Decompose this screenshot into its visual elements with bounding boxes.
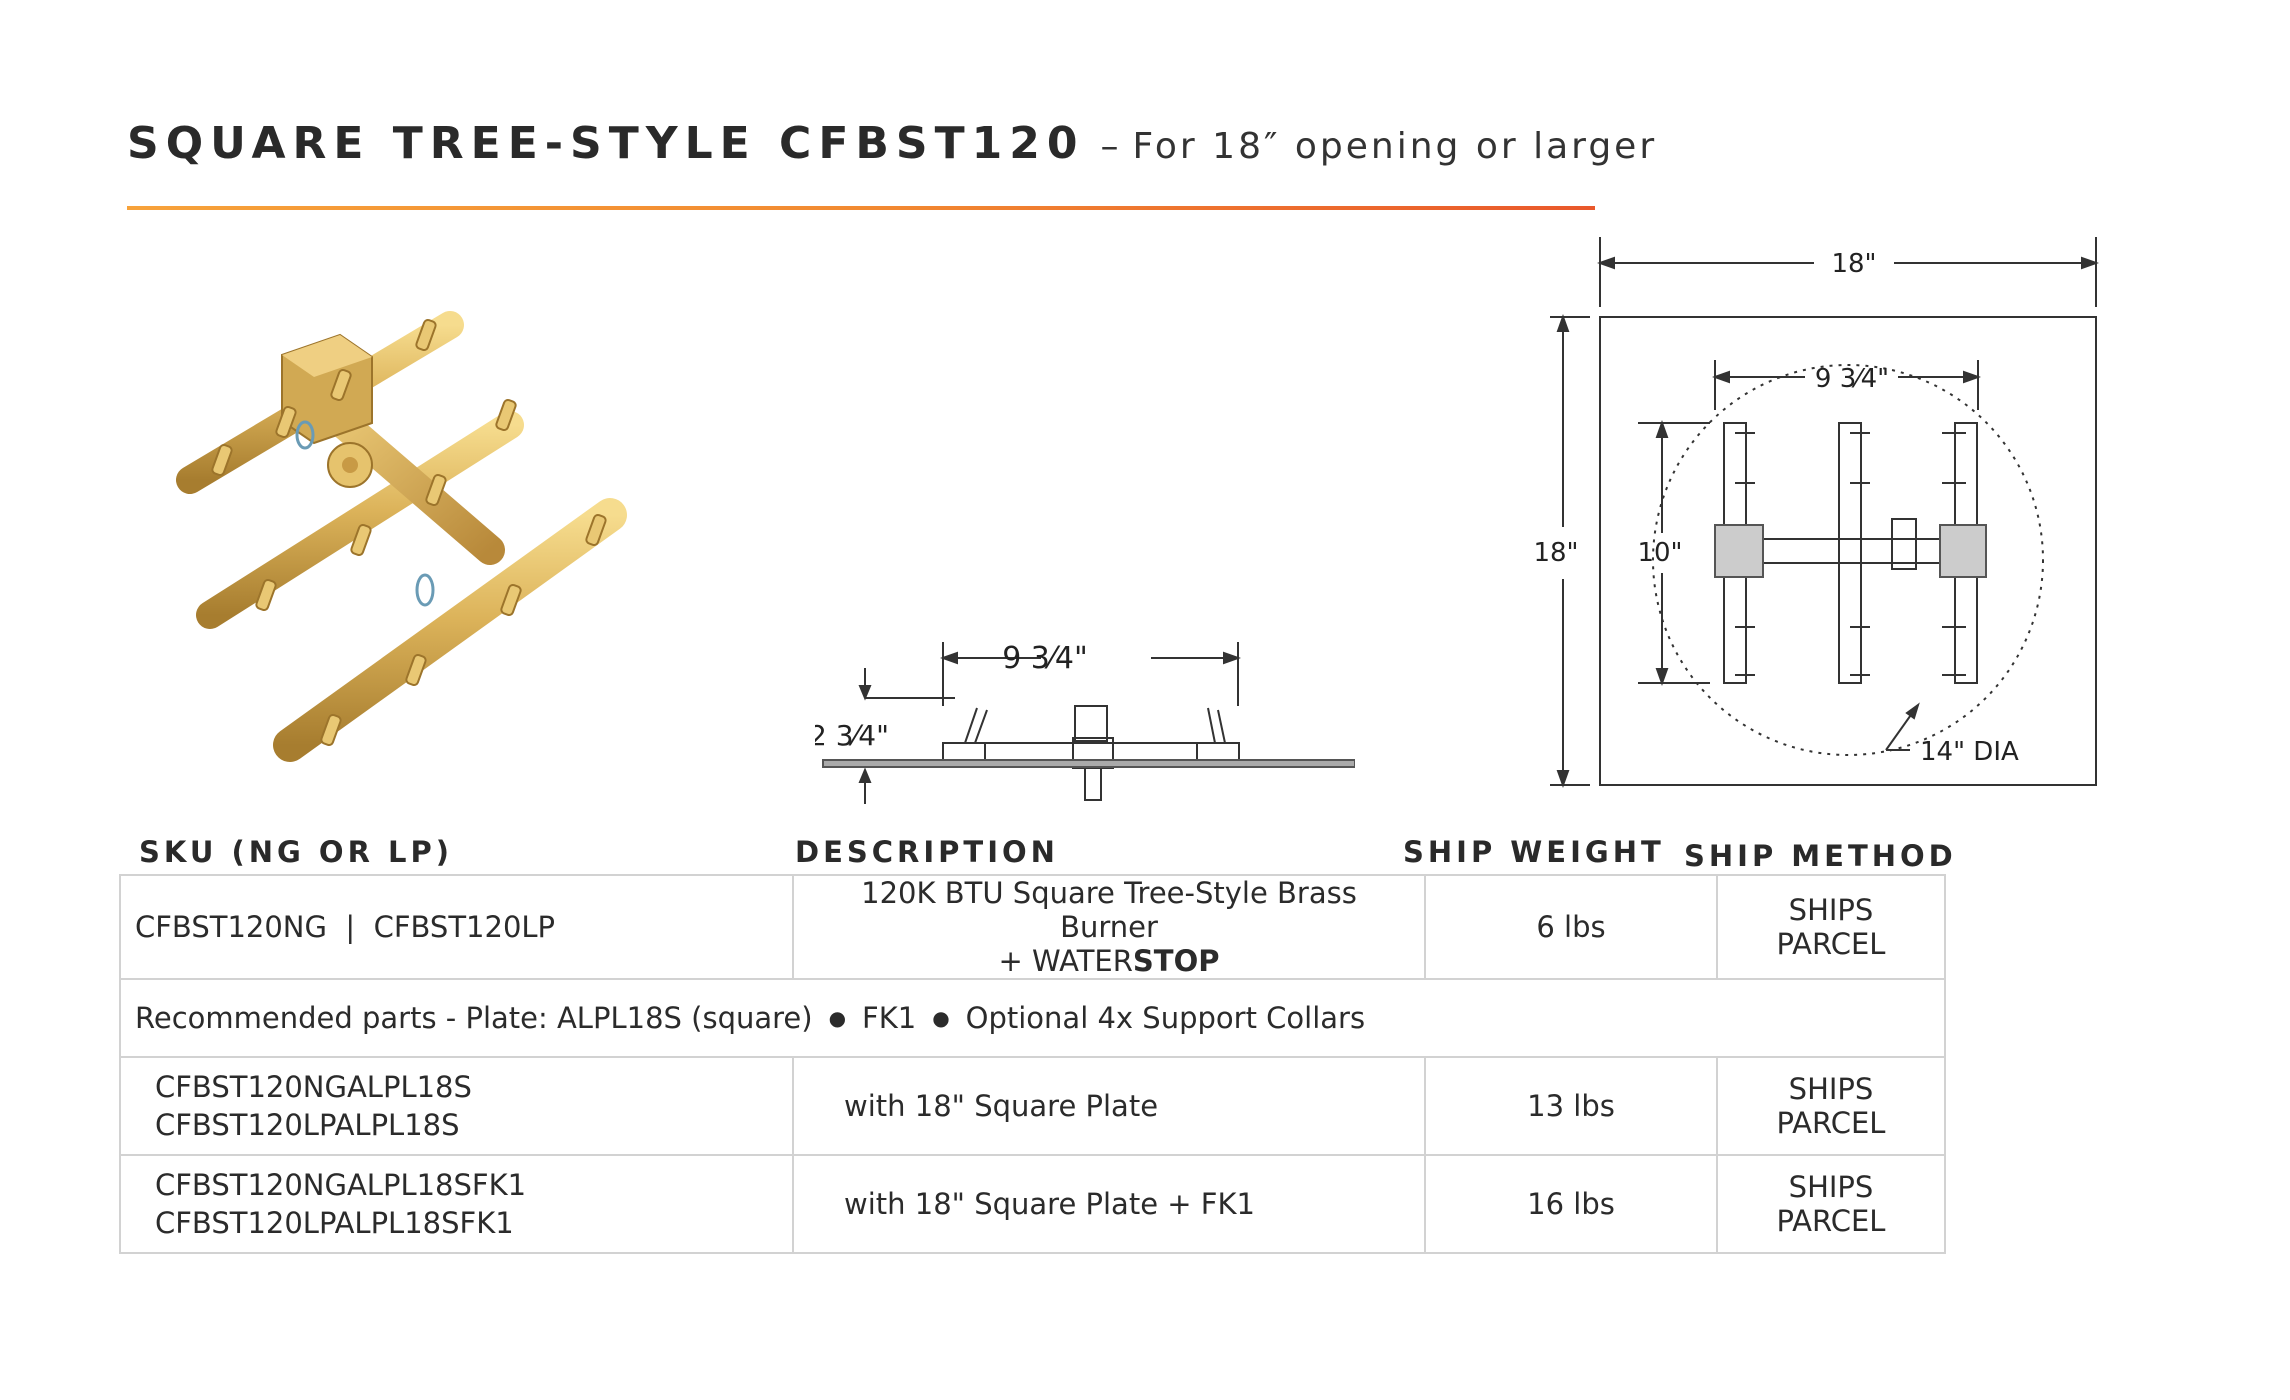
burner-width-label: 9 3⁄4" — [1815, 364, 1889, 394]
diameter-label: 14" DIA — [1920, 737, 2019, 767]
weight-cell: 16 lbs — [1424, 1154, 1718, 1254]
method-cell: SHIPS PARCEL — [1716, 874, 1946, 980]
recommended-row: Recommended parts - Plate: ALPL18S (squa… — [119, 978, 1946, 1058]
description-column-header: DESCRIPTION — [795, 835, 1059, 869]
plate-height-label: 18" — [1533, 538, 1578, 568]
recommended-part-collars: Optional 4x Support Collars — [965, 1001, 1366, 1035]
spec-table: CFBST120NG | CFBST120LP 120K BTU Square … — [119, 874, 1946, 1254]
method-cell: SHIPS PARCEL — [1716, 1154, 1946, 1254]
description-cell: with 18" Square Plate — [792, 1056, 1426, 1156]
burner-product-image — [176, 311, 627, 762]
ship-weight-column-header: SHIP WEIGHT — [1403, 835, 1665, 869]
title-separator: – — [1100, 126, 1119, 167]
product-subtitle: For 18″ opening or larger — [1132, 126, 1658, 167]
sku-column-header: SKU (NG OR LP) — [139, 835, 453, 869]
sku-line-2: CFBST120LPALPL18S — [155, 1108, 460, 1142]
sku-line-2: CFBST120LPALPL18SFK1 — [155, 1206, 514, 1240]
sku-line-1: CFBST120NGALPL18SFK1 — [155, 1168, 527, 1202]
sku-cell: CFBST120NG | CFBST120LP — [119, 874, 794, 980]
page-heading: SQUARE TREE-STYLE CFBST120–For 18″ openi… — [127, 118, 1657, 169]
sku-line-1: CFBST120NGALPL18S — [155, 1070, 472, 1104]
sku-text: CFBST120NG | CFBST120LP — [135, 910, 556, 944]
waterstop-prefix: + WATER — [998, 944, 1133, 978]
heading-rule — [127, 206, 1595, 210]
weight-cell: 6 lbs — [1424, 874, 1718, 980]
description-cell: 120K BTU Square Tree-Style Brass Burner … — [792, 874, 1426, 980]
recommended-prefix: Recommended parts - Plate: ALPL18S (squa… — [135, 1001, 813, 1035]
bullet-icon: ● — [828, 1006, 847, 1030]
product-title: SQUARE TREE-STYLE CFBST120 — [127, 118, 1085, 169]
description-line-2: + WATERSTOP — [808, 944, 1410, 978]
description-cell: with 18" Square Plate + FK1 — [792, 1154, 1426, 1254]
valve-box — [281, 333, 373, 445]
description-line-1: 120K BTU Square Tree-Style Brass Burner — [861, 876, 1357, 944]
table-row: CFBST120NGALPL18S CFBST120LPALPL18S with… — [119, 1056, 1946, 1156]
waterstop-bold: STOP — [1132, 944, 1220, 978]
recommended-cell: Recommended parts - Plate: ALPL18S (squa… — [119, 978, 1946, 1058]
side-width-label: 9 3⁄4" — [1002, 641, 1088, 676]
weight-cell: 13 lbs — [1424, 1056, 1718, 1156]
side-view-drawing: 9 3⁄4" 2 3⁄4" — [815, 641, 1355, 804]
table-row: CFBST120NG | CFBST120LP 120K BTU Square … — [119, 874, 1946, 980]
table-row: CFBST120NGALPL18SFK1 CFBST120LPALPL18SFK… — [119, 1154, 1946, 1254]
top-view-drawing: 18" 18" 9 3⁄4" 10" 14" DIA — [1533, 237, 2099, 788]
sku-cell: CFBST120NGALPL18S CFBST120LPALPL18S — [119, 1056, 794, 1156]
burner-height-label: 10" — [1637, 538, 1682, 568]
plate-width-label: 18" — [1831, 249, 1876, 279]
side-height-label: 2 3⁄4" — [815, 719, 889, 752]
recommended-part-fk1: FK1 — [862, 1001, 917, 1035]
method-cell: SHIPS PARCEL — [1716, 1056, 1946, 1156]
ship-method-column-header: SHIP METHOD — [1684, 839, 1957, 873]
bullet-icon: ● — [932, 1006, 950, 1030]
sku-cell: CFBST120NGALPL18SFK1 CFBST120LPALPL18SFK… — [119, 1154, 794, 1254]
